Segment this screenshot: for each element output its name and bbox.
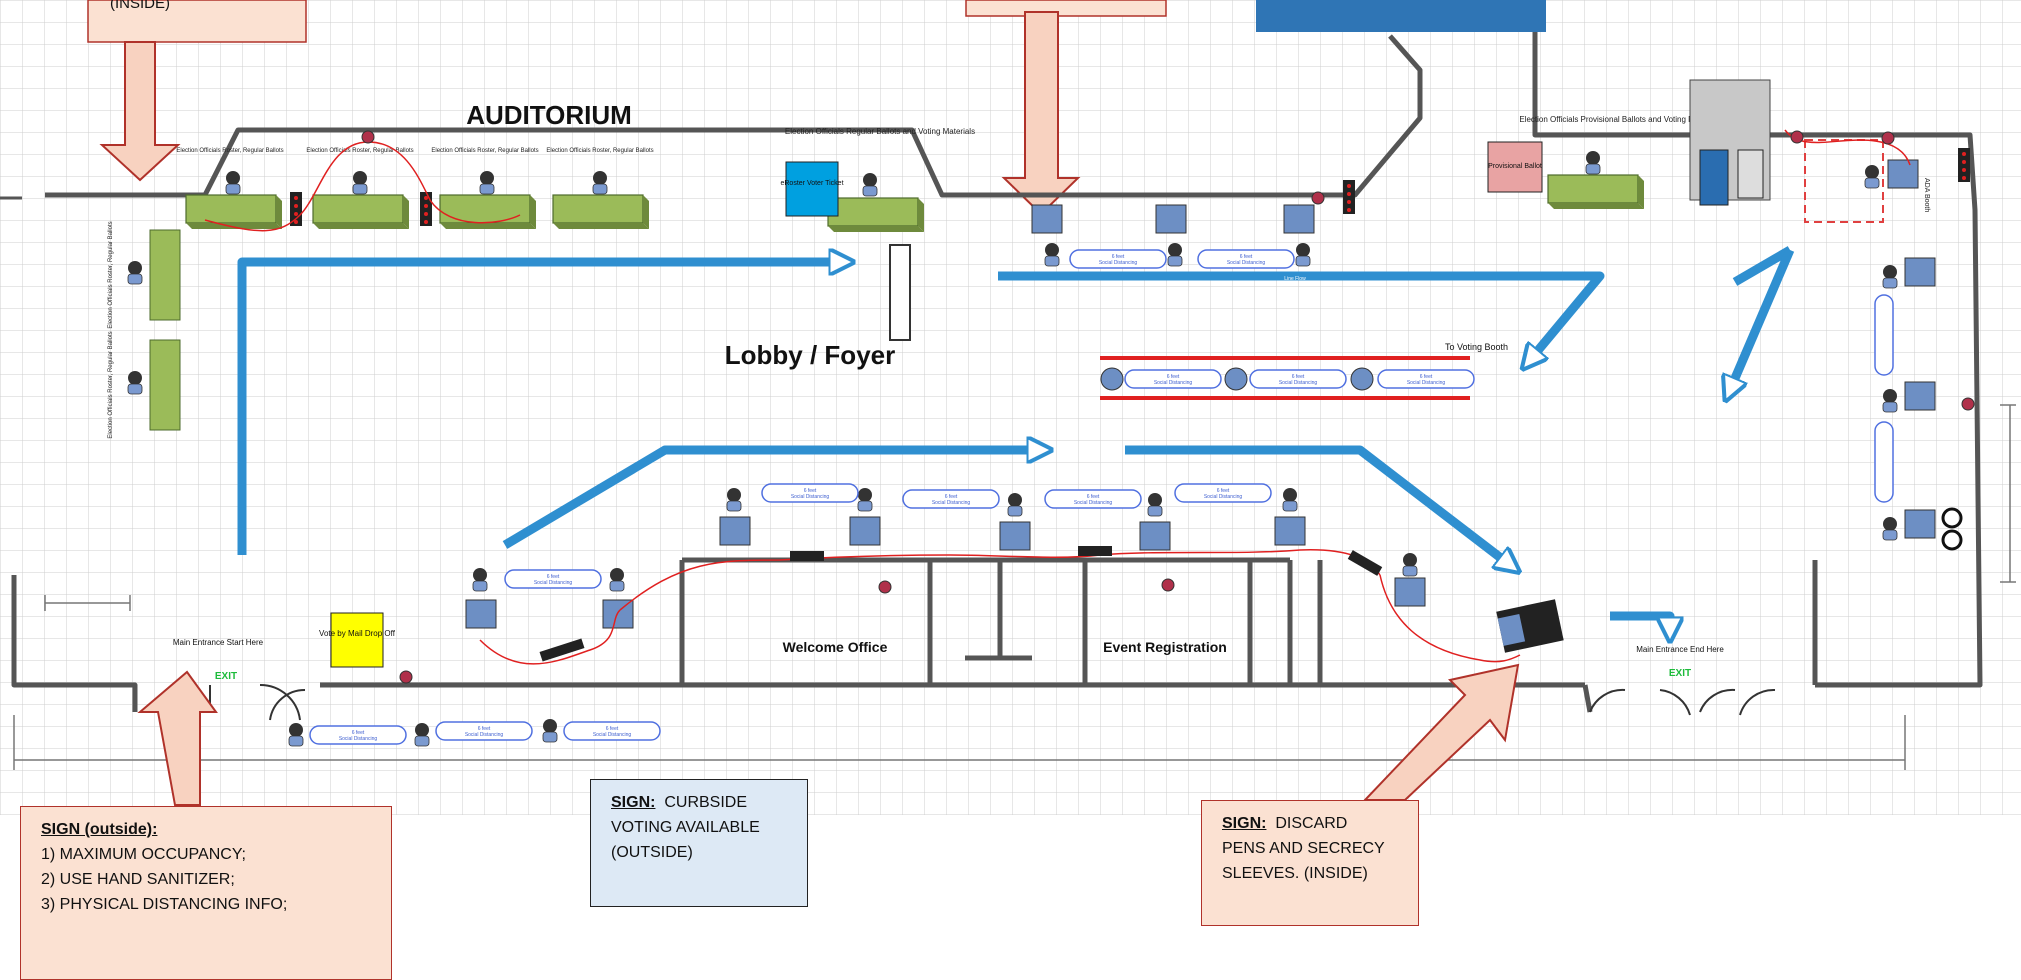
svg-text:Election Officials Roster, Reg: Election Officials Roster, Regular Ballo… (108, 331, 114, 438)
provisional-ballot: Provisional Ballot (1487, 141, 1543, 193)
sign-discard-heading: SIGN: (1222, 815, 1267, 832)
sign-curbside-text-2: VOTING AVAILABLE (611, 819, 760, 836)
label-officials-regular-voting: Election Officials Regular Ballots and V… (785, 127, 975, 136)
queue-rails (1100, 356, 1475, 400)
dimension-lines (13, 404, 2016, 770)
svg-text:Election Officials Roster, Reg: Election Officials Roster, Regular Ballo… (306, 148, 413, 154)
svg-text:Main Entrance End Here: Main Entrance End Here (1636, 645, 1724, 654)
sign-outside-line-2: 2) USE HAND SANITIZER; (41, 871, 235, 888)
room-label-welcome-office: Welcome Office (783, 639, 888, 655)
room-label-lobby: Lobby / Foyer (725, 340, 895, 370)
sign-outside-line-3: 3) PHYSICAL DISTANCING INFO; (41, 896, 288, 913)
label-to-voting-booth: To Voting Booth (1445, 342, 1508, 352)
left-wall-tables: Election Officials Roster, Regular Ballo… (108, 221, 181, 439)
svg-text:Vote by Mail Drop Off: Vote by Mail Drop Off (319, 629, 396, 638)
svg-text:Election Officials Roster, Reg: Election Officials Roster, Regular Ballo… (431, 148, 538, 154)
diagonal-arrow-right (1362, 663, 1520, 801)
svg-text:Election Officials Roster, Reg: Election Officials Roster, Regular Ballo… (176, 148, 283, 154)
down-arrow-left (99, 41, 181, 182)
building-walls (11, 32, 1983, 713)
extension-boxes (539, 546, 1383, 662)
svg-text:EXIT: EXIT (215, 671, 237, 682)
lobby-column (889, 244, 911, 341)
main-entrance-end: Main Entrance End Here EXIT (1636, 645, 1724, 679)
up-arrow-left (137, 670, 218, 806)
eroster-voter-ticket: eRoster Voter Ticket (780, 161, 844, 217)
sign-discard-text-1: DISCARD (1275, 815, 1348, 832)
svg-text:EXIT: EXIT (1669, 668, 1691, 679)
sign-outside: SIGN (outside): 1) MAXIMUM OCCUPANCY; 2)… (20, 806, 392, 980)
ballot-printer-area (1689, 79, 1771, 206)
room-label-auditorium: AUDITORIUM (466, 100, 632, 130)
label-line-flow: Line Flow (1284, 276, 1306, 282)
sign-outside-line-1: 1) MAXIMUM OCCUPANCY; (41, 846, 246, 863)
main-entrance-start: Main Entrance Start Here EXIT (173, 638, 264, 682)
sign-top-left-partial: (INSIDE) (87, 0, 307, 43)
sign-top-middle-partial (965, 0, 1167, 17)
svg-text:Election Officials Roster, Reg: Election Officials Roster, Regular Ballo… (108, 221, 114, 328)
svg-text:(INSIDE): (INSIDE) (110, 0, 170, 12)
vote-by-mail-drop-off: Vote by Mail Drop Off (319, 612, 396, 668)
sign-curbside-text-3: (OUTSIDE) (611, 844, 693, 861)
doors (209, 683, 1776, 721)
svg-text:Main Entrance Start Here: Main Entrance Start Here (173, 638, 264, 647)
svg-text:Election Officials Roster, Reg: Election Officials Roster, Regular Ballo… (546, 148, 653, 154)
top-banner (1256, 0, 1546, 32)
svg-text:ADA Booth: ADA Booth (1923, 178, 1930, 212)
label-officials-provisional: Election Officials Provisional Ballots a… (1519, 115, 1720, 124)
sign-discard: SIGN: DISCARD PENS AND SECRECY SLEEVES. … (1201, 800, 1419, 926)
line-flow-arrows (237, 246, 1795, 630)
svg-text:Provisional Ballot: Provisional Ballot (1488, 163, 1542, 170)
sign-discard-text-2: PENS AND SECRECY (1222, 840, 1385, 857)
room-label-event-registration: Event Registration (1103, 639, 1227, 655)
sign-curbside: SIGN: CURBSIDE VOTING AVAILABLE (OUTSIDE… (590, 779, 808, 907)
voting-booths-right (1874, 257, 1963, 551)
sign-curbside-text-1: CURBSIDE (664, 794, 748, 811)
ballot-counter (1496, 599, 1564, 653)
sign-curbside-heading: SIGN: (611, 794, 656, 811)
wall-markers (361, 130, 1975, 684)
sign-discard-text-3: SLEEVES. (INSIDE) (1222, 865, 1368, 882)
svg-text:eRoster Voter Ticket: eRoster Voter Ticket (780, 180, 843, 187)
sign-outside-heading: SIGN (outside): (41, 821, 158, 838)
check-in-labels: Election Officials Roster, Regular Ballo… (176, 148, 653, 154)
